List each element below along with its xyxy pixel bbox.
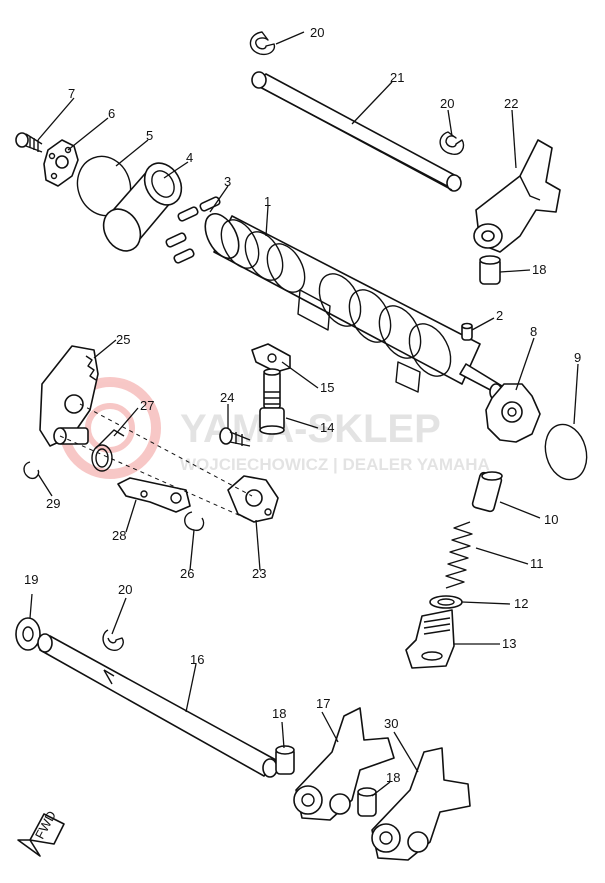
callout-26: 26 [180, 566, 194, 581]
part-24-bolt [219, 427, 251, 447]
part-3-pins [165, 196, 221, 264]
callout-22: 22 [504, 96, 518, 111]
callout-28: 28 [112, 528, 126, 543]
callout-19: 19 [24, 572, 38, 587]
part-23-lever-holder [227, 475, 279, 523]
fwd-arrow-icon: FWD [17, 808, 65, 857]
part-15-stopper-plate [251, 343, 291, 373]
part-10-plunger [471, 471, 503, 513]
callout-20-low: 20 [118, 582, 132, 597]
part-29-clip [23, 461, 40, 480]
callout-14: 14 [320, 420, 334, 435]
callout-15: 15 [320, 380, 334, 395]
callout-20-top: 20 [310, 25, 324, 40]
part-18-guide-pin-mid [275, 745, 295, 775]
callout-11: 11 [530, 556, 544, 571]
callout-12: 12 [514, 596, 528, 611]
callout-20-mid: 20 [440, 96, 454, 111]
part-13-plug [405, 609, 455, 669]
callout-21: 21 [390, 70, 404, 85]
callout-24: 24 [220, 390, 234, 405]
callout-27: 27 [140, 398, 154, 413]
part-20-circlip-top [249, 31, 276, 56]
part-12-washer [429, 595, 463, 609]
part-21-shift-fork-shaft [251, 71, 462, 192]
part-1-shift-drum [204, 213, 503, 401]
part-27-spring [91, 429, 125, 472]
part-26-clip [184, 511, 205, 532]
watermark-tagline: WOJCIECHOWICZ | DEALER YAMAHA [180, 455, 490, 474]
shift-shaft-boss [53, 427, 89, 445]
callout-29: 29 [46, 496, 60, 511]
callout-16: 16 [190, 652, 204, 667]
callout-labels: 7 6 5 4 3 1 20 21 20 22 18 2 8 9 25 15 2… [24, 25, 581, 785]
part-14-stopper-bolt [259, 368, 285, 435]
part-25-shift-arm [39, 345, 99, 447]
part-2-pin [461, 322, 473, 341]
part-28-shift-lever [117, 477, 191, 513]
callout-2: 2 [496, 308, 503, 323]
part-4-needle-bearing [102, 162, 183, 252]
callout-10: 10 [544, 512, 558, 527]
part-22-shift-fork [473, 139, 561, 253]
callout-25: 25 [116, 332, 130, 347]
part-17-shift-fork [293, 707, 395, 821]
part-20-circlip-mid [439, 131, 465, 155]
watermark-brand: YAMA-SKLEP [180, 407, 441, 451]
callout-4: 4 [186, 150, 193, 165]
callout-5: 5 [146, 128, 153, 143]
part-16-shift-fork-shaft [37, 633, 278, 778]
callout-1: 1 [264, 194, 271, 209]
callout-18-low: 18 [386, 770, 400, 785]
part-18-guide-pin-low [357, 787, 377, 817]
callout-17: 17 [316, 696, 330, 711]
part-30-shift-fork [371, 747, 471, 861]
part-8-segment-plate [485, 383, 541, 443]
part-18-guide-pin-top [479, 255, 501, 285]
leader-lines [29, 31, 579, 797]
callout-18-mid: 18 [272, 706, 286, 721]
callout-18-top: 18 [532, 262, 546, 277]
callout-8: 8 [530, 324, 537, 339]
callout-7: 7 [68, 86, 75, 101]
part-19-washer [15, 617, 41, 651]
part-11-spring [445, 521, 473, 589]
assembly-dashed-lines [59, 403, 253, 521]
part-20-circlip-low [102, 629, 124, 652]
callout-23: 23 [252, 566, 266, 581]
callout-30: 30 [384, 716, 398, 731]
callout-3: 3 [224, 174, 231, 189]
callout-9: 9 [574, 350, 581, 365]
callout-13: 13 [502, 636, 516, 651]
part-6-segment [43, 139, 79, 187]
callout-6: 6 [108, 106, 115, 121]
part-9-circlip [544, 423, 588, 481]
part-7-screw [15, 132, 43, 153]
